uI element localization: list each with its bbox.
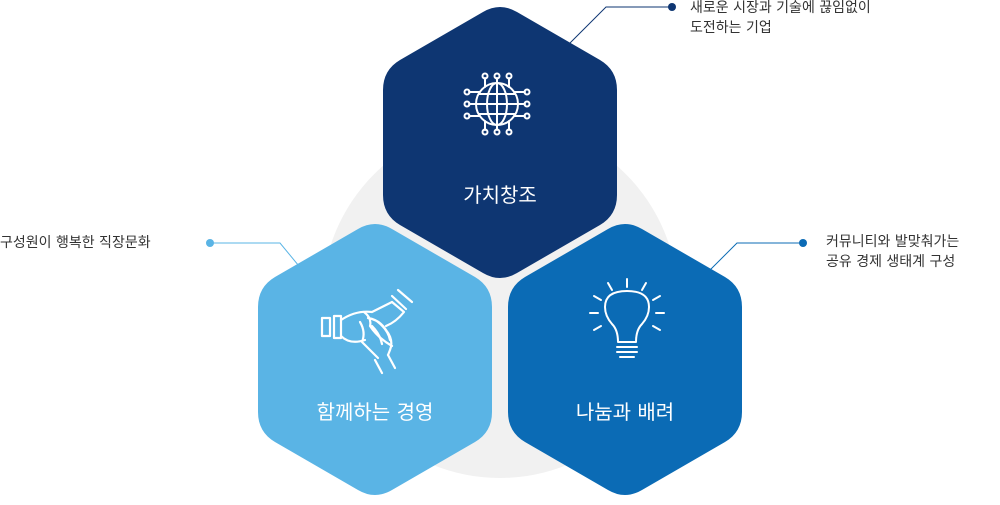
- hexagon-label-value-creation: 가치창조: [463, 183, 537, 207]
- globe-network-icon: [463, 72, 531, 136]
- lightbulb-icon: [589, 278, 665, 358]
- connector-dot-top: [668, 3, 676, 11]
- callout-sharing-care: 커뮤니티와 발맞춰가는 공유 경제 생태계 구성: [826, 232, 959, 272]
- connector-dot-right: [799, 239, 807, 247]
- callout-value-creation: 새로운 시장과 기술에 끊임없이 도전하는 기업: [690, 0, 871, 38]
- callout-top-line1: 새로운 시장과 기술에 끊임없이: [690, 0, 871, 16]
- hexagon-shared-management: 함께하는 경영: [258, 224, 492, 495]
- callout-right-line1: 커뮤니티와 발맞춰가는: [826, 234, 960, 250]
- connector-line-right: [699, 242, 803, 281]
- callout-right-line2: 공유 경제 생태계 구성: [826, 254, 956, 270]
- callout-shared-management: 구성원이 행복한 직장문화: [0, 233, 151, 253]
- connector-line-top: [556, 6, 672, 57]
- hexagon-sharing-care: 나눔과 배려: [508, 224, 742, 495]
- callout-top-line2: 도전하는 기업: [690, 20, 772, 36]
- hexagon-label-sharing-care: 나눔과 배려: [576, 400, 674, 424]
- stacked-hands-icon: [320, 288, 414, 375]
- hexagon-label-shared-management: 함께하는 경영: [317, 400, 434, 424]
- connector-dot-left: [206, 239, 214, 247]
- hexagon-value-creation: 가치창조: [383, 7, 617, 278]
- callout-left-line1: 구성원이 행복한 직장문화: [0, 235, 151, 251]
